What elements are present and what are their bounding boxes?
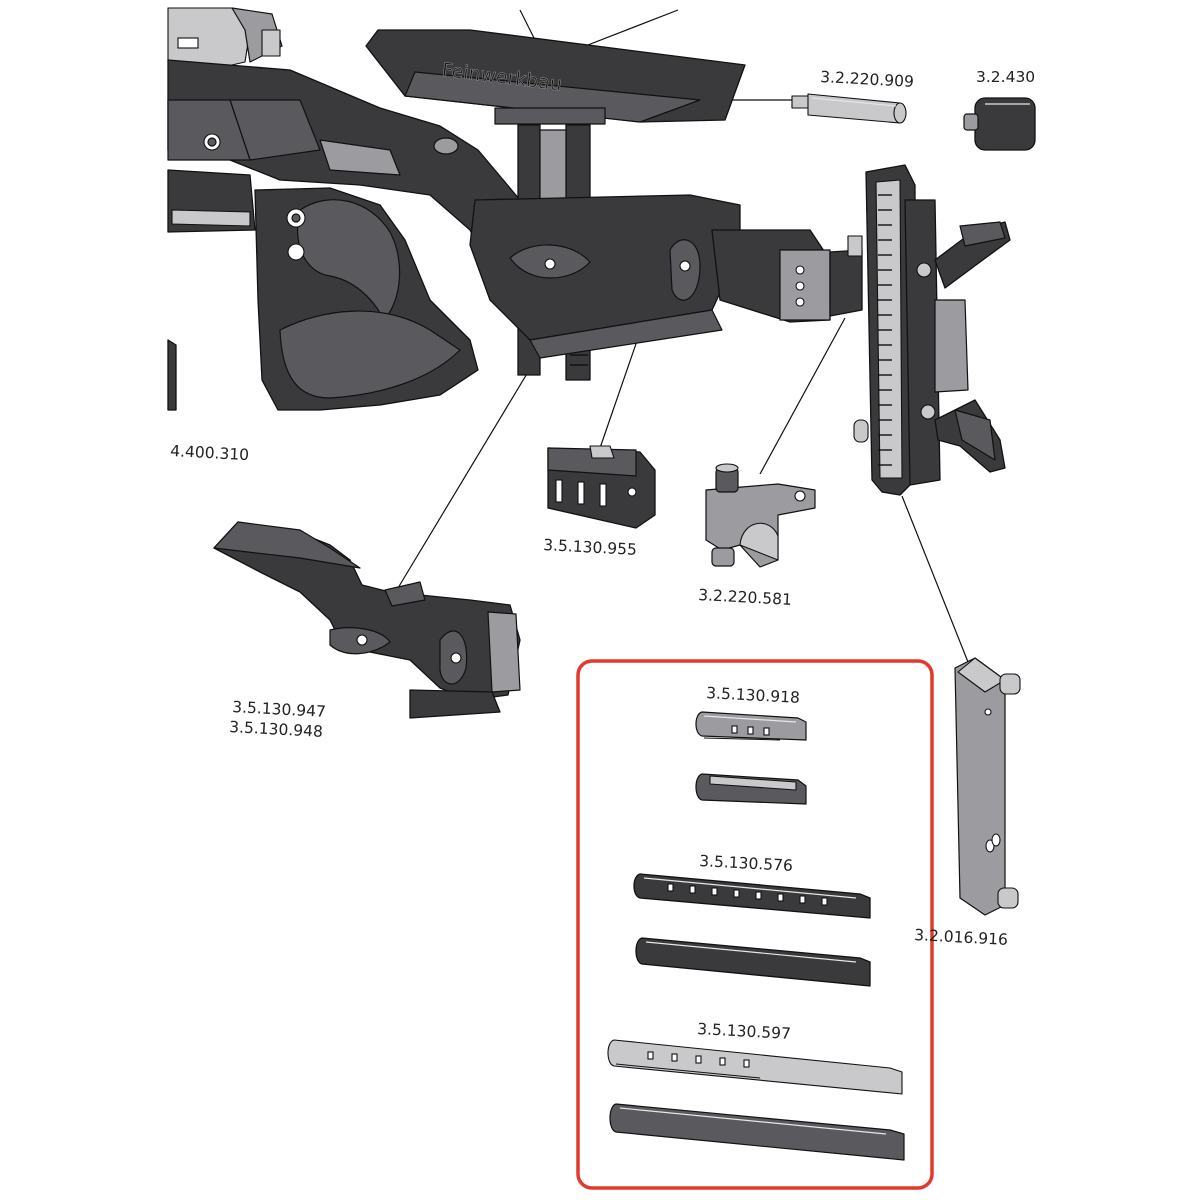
- label-35130918: 3.5.130.918: [706, 684, 801, 707]
- label-3220581: 3.2.220.581: [698, 586, 793, 609]
- butt-plate-ticks: [878, 194, 892, 466]
- part-32016916-plate: [954, 657, 1021, 916]
- part-35130955-block: [547, 445, 656, 529]
- butt-plate-assembly: [853, 164, 1011, 496]
- rail-35130918-toothed: [695, 711, 807, 741]
- part-3430-knob: [963, 97, 1036, 151]
- pistol-grip: [254, 187, 479, 411]
- label-35130955: 3.5.130.955: [543, 536, 638, 559]
- label-3430: 3.2.430: [976, 68, 1035, 86]
- label-35130948: 3.5.130.948: [229, 718, 324, 741]
- label-4400310: 4.400.310: [170, 442, 250, 464]
- rail-35130576-toothed: [633, 873, 871, 919]
- label-35130597: 3.5.130.597: [697, 1020, 792, 1043]
- highlight-box: [576, 659, 934, 1190]
- part-labels: 3.2.220.909 3.2.430 4.400.310 3.5.130.95…: [170, 68, 1035, 1043]
- rail-35130597-toothed: [607, 1039, 903, 1095]
- label-32016916: 3.2.016.916: [914, 926, 1009, 949]
- label-35130576: 3.5.130.576: [699, 852, 794, 875]
- part-3220581-clamp: [705, 463, 816, 568]
- rail-35130576-plain: [635, 937, 871, 987]
- part-35130947-bracket: [213, 521, 521, 719]
- rail-35130597-plain: [609, 1103, 905, 1161]
- label-3220909: 3.2.220.909: [820, 68, 915, 91]
- buttstock-arm: [469, 194, 863, 359]
- rail-35130918-plain: [695, 773, 807, 805]
- part-3220909-bolt: [791, 93, 907, 124]
- label-35130947: 3.5.130.947: [232, 698, 327, 721]
